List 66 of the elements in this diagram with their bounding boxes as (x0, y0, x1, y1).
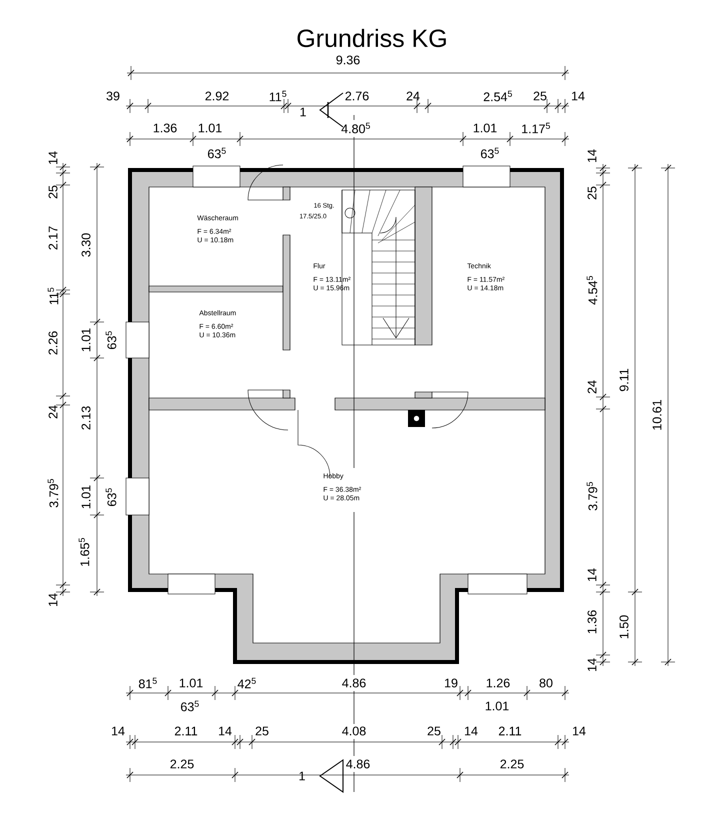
dimension-text: 1.01 (486, 702, 509, 710)
dimension-text: 24 (406, 92, 420, 100)
dimension-text: 3.79$^{5}$ (586, 482, 598, 510)
dimension-text: 2.11 (174, 726, 198, 736)
dimension-text: 14 (572, 92, 585, 100)
dimension-text: 25 (256, 726, 268, 736)
dimension-text: 14 (588, 658, 596, 671)
dimension-text: 4.54$^{5}$ (586, 276, 598, 305)
dimension-text: 19 (445, 678, 458, 688)
dimension-text: 14 (465, 726, 478, 736)
dimension-text: 1.36 (154, 124, 177, 132)
dimension-text: 1.26 (486, 678, 510, 688)
dimension-text: 1.01 (180, 678, 203, 688)
dimension-text: 2.17 (48, 226, 58, 250)
dimension-text: 63$^{5}$ (181, 700, 199, 712)
dimension-text: 2.26 (48, 331, 58, 355)
dimension-text: 25 (588, 186, 596, 200)
dimension-text: 11$^{5}$ (48, 288, 58, 304)
dimension-text: 39 (106, 92, 120, 100)
dimension-text: 2.11 (498, 726, 522, 736)
dimension-text: 9.11 (620, 368, 628, 392)
dimension-text: 3.30 (82, 233, 90, 257)
dimension-text: 11$^{5}$ (270, 90, 286, 102)
dimension-text: 1.50 (620, 615, 628, 638)
dimension-text: 81$^{5}$ (138, 678, 157, 688)
dimension-text: 14 (588, 568, 596, 581)
dimension-text: 2.76 (345, 92, 369, 100)
dimension-text: 1.65$^{5}$ (78, 538, 90, 566)
dimension-text: 24 (48, 405, 58, 418)
dimension-text: 24 (588, 380, 596, 394)
dimension-text: 1.01 (82, 485, 90, 508)
title: Grundriss KG (298, 28, 446, 48)
dimension-text: 25 (428, 726, 440, 736)
dimension-text: 25 (48, 186, 58, 198)
dimension-text: 14 (573, 726, 586, 736)
dimension-text: 63$^{5}$ (208, 148, 226, 158)
dimension-text: 1.17$^{5}$ (522, 122, 550, 134)
dimension-text: 80 (540, 678, 552, 688)
dimension-text: 4.08 (342, 726, 366, 736)
dimension-text: 63$^{5}$ (106, 488, 116, 506)
dimension-text: 14 (48, 593, 58, 606)
dimension-text: 1.01 (474, 124, 497, 132)
dimension-text: 14 (588, 149, 596, 162)
dimension-text: 1.01 (82, 328, 90, 352)
dimension-text: 2.13 (82, 406, 90, 430)
dimension-text: 1.36 (588, 610, 596, 634)
dimension-text: 63$^{5}$ (481, 148, 499, 158)
dimension-text: 25 (534, 92, 546, 100)
dimension-text: 4.80$^{5}$ (341, 122, 370, 134)
dimension-text: 4.86 (342, 678, 366, 688)
dimension-text: 1.01 (198, 124, 222, 132)
dimension-text: 14 (112, 726, 125, 736)
dimension-text: 1 (300, 108, 306, 116)
dimension-text: 1 (299, 772, 305, 780)
dimension-text: 10.61 (652, 400, 662, 430)
dimension-text: 2.54$^{5}$ (484, 90, 512, 102)
dimension-text: 2.92 (205, 92, 229, 100)
dimension-text: 14 (219, 726, 232, 736)
dimension-text: 63$^{5}$ (106, 331, 116, 349)
dimension-text: 42$^{5}$ (238, 678, 256, 688)
dimension-text: 2.25 (170, 760, 194, 768)
dimension-text: 4.86 (346, 760, 370, 768)
dimension-text: 3.79$^{5}$ (48, 479, 58, 508)
dimension-text: 14 (48, 151, 58, 164)
dimension-text: 2.25 (500, 760, 524, 768)
dimension-text: 9.36 (336, 56, 360, 64)
